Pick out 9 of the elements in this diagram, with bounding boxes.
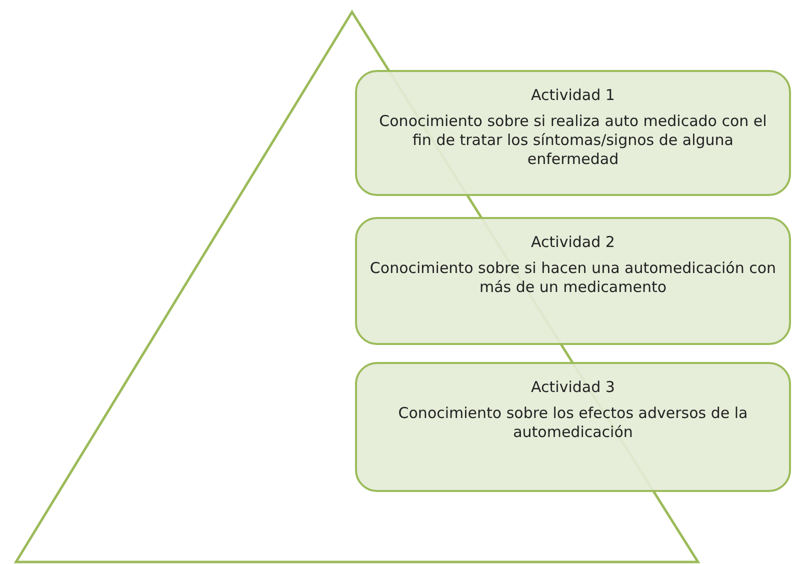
activity-box (355, 70, 791, 196)
activity-description: Conocimiento sobre los efectos adversos de la automedicación (397, 404, 749, 442)
activity-title: Actividad 2 (531, 233, 615, 251)
activity-title: Actividad 3 (531, 378, 615, 396)
activity-description: Conocimiento sobre si realiza auto medicado con el fin de tratar los síntomas/signos de alguna enfermedad (378, 112, 768, 169)
activity-title: Actividad 1 (531, 86, 615, 104)
activity-box (355, 362, 791, 492)
activity-description: Conocimiento sobre si hacen una automedicación con más de un medicamento (369, 259, 777, 297)
activity-box (355, 217, 791, 345)
